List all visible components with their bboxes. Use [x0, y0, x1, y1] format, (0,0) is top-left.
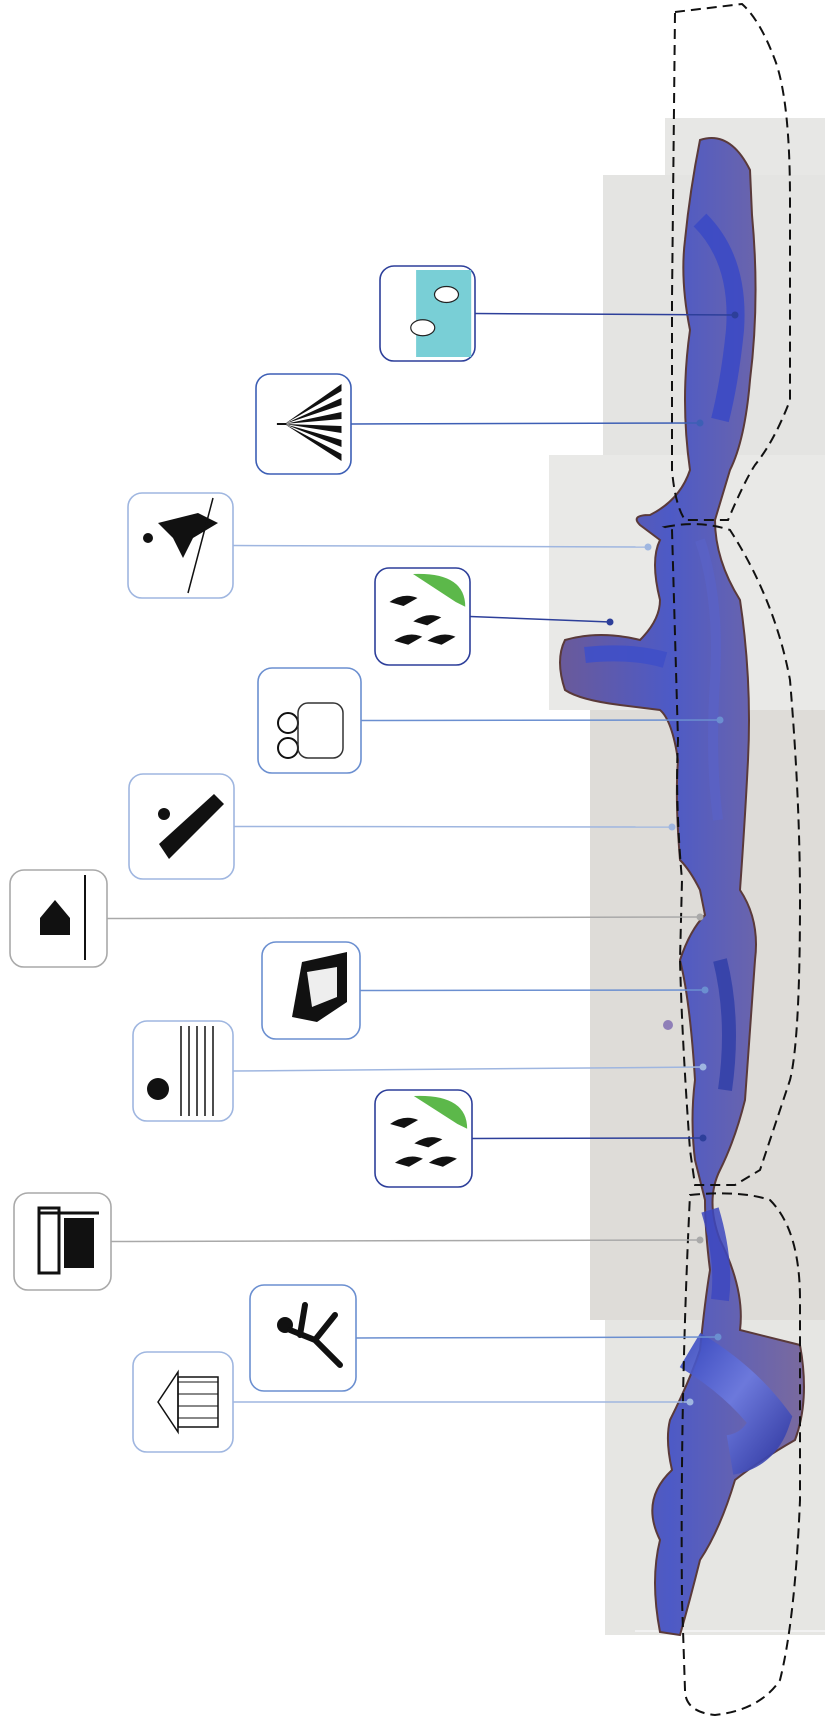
connector-dot: [700, 1135, 707, 1142]
connector-dot: [669, 824, 676, 831]
connector-dot: [700, 1064, 707, 1071]
sea-lions-icon: [380, 266, 475, 361]
house-icon: [10, 870, 107, 967]
circus-tent-icon: [256, 374, 351, 474]
landscape-sketch-icon: [262, 942, 360, 1039]
apple-icon: [133, 1021, 233, 1121]
bowler-icon: [128, 493, 233, 598]
connector-line: [360, 990, 705, 991]
geese-and-trees-icon: [375, 1090, 472, 1187]
playground-sketch-icon: [14, 1193, 111, 1290]
connector-line: [234, 827, 672, 828]
connector-dot: [697, 420, 704, 427]
connector-line: [361, 720, 720, 721]
connector-line: [351, 423, 700, 424]
connector-dot: [732, 312, 739, 319]
connector-dot: [687, 1399, 694, 1406]
connector-dot: [645, 544, 652, 551]
connector-dot: [702, 987, 709, 994]
connector-line: [356, 1337, 718, 1338]
connector-dot: [607, 619, 614, 626]
marker-icons: [10, 266, 475, 1452]
connector-dot: [697, 1237, 704, 1244]
connector-dot: [717, 717, 724, 724]
connector-dot: [697, 914, 704, 921]
geese-and-trees-icon: [375, 568, 470, 665]
two-children-icon: [258, 668, 361, 773]
connector-dot: [715, 1334, 722, 1341]
slide-icon: [129, 774, 234, 879]
gazebo-icon: [133, 1352, 233, 1452]
connector-line: [472, 1138, 703, 1139]
running-child-icon: [250, 1285, 356, 1391]
